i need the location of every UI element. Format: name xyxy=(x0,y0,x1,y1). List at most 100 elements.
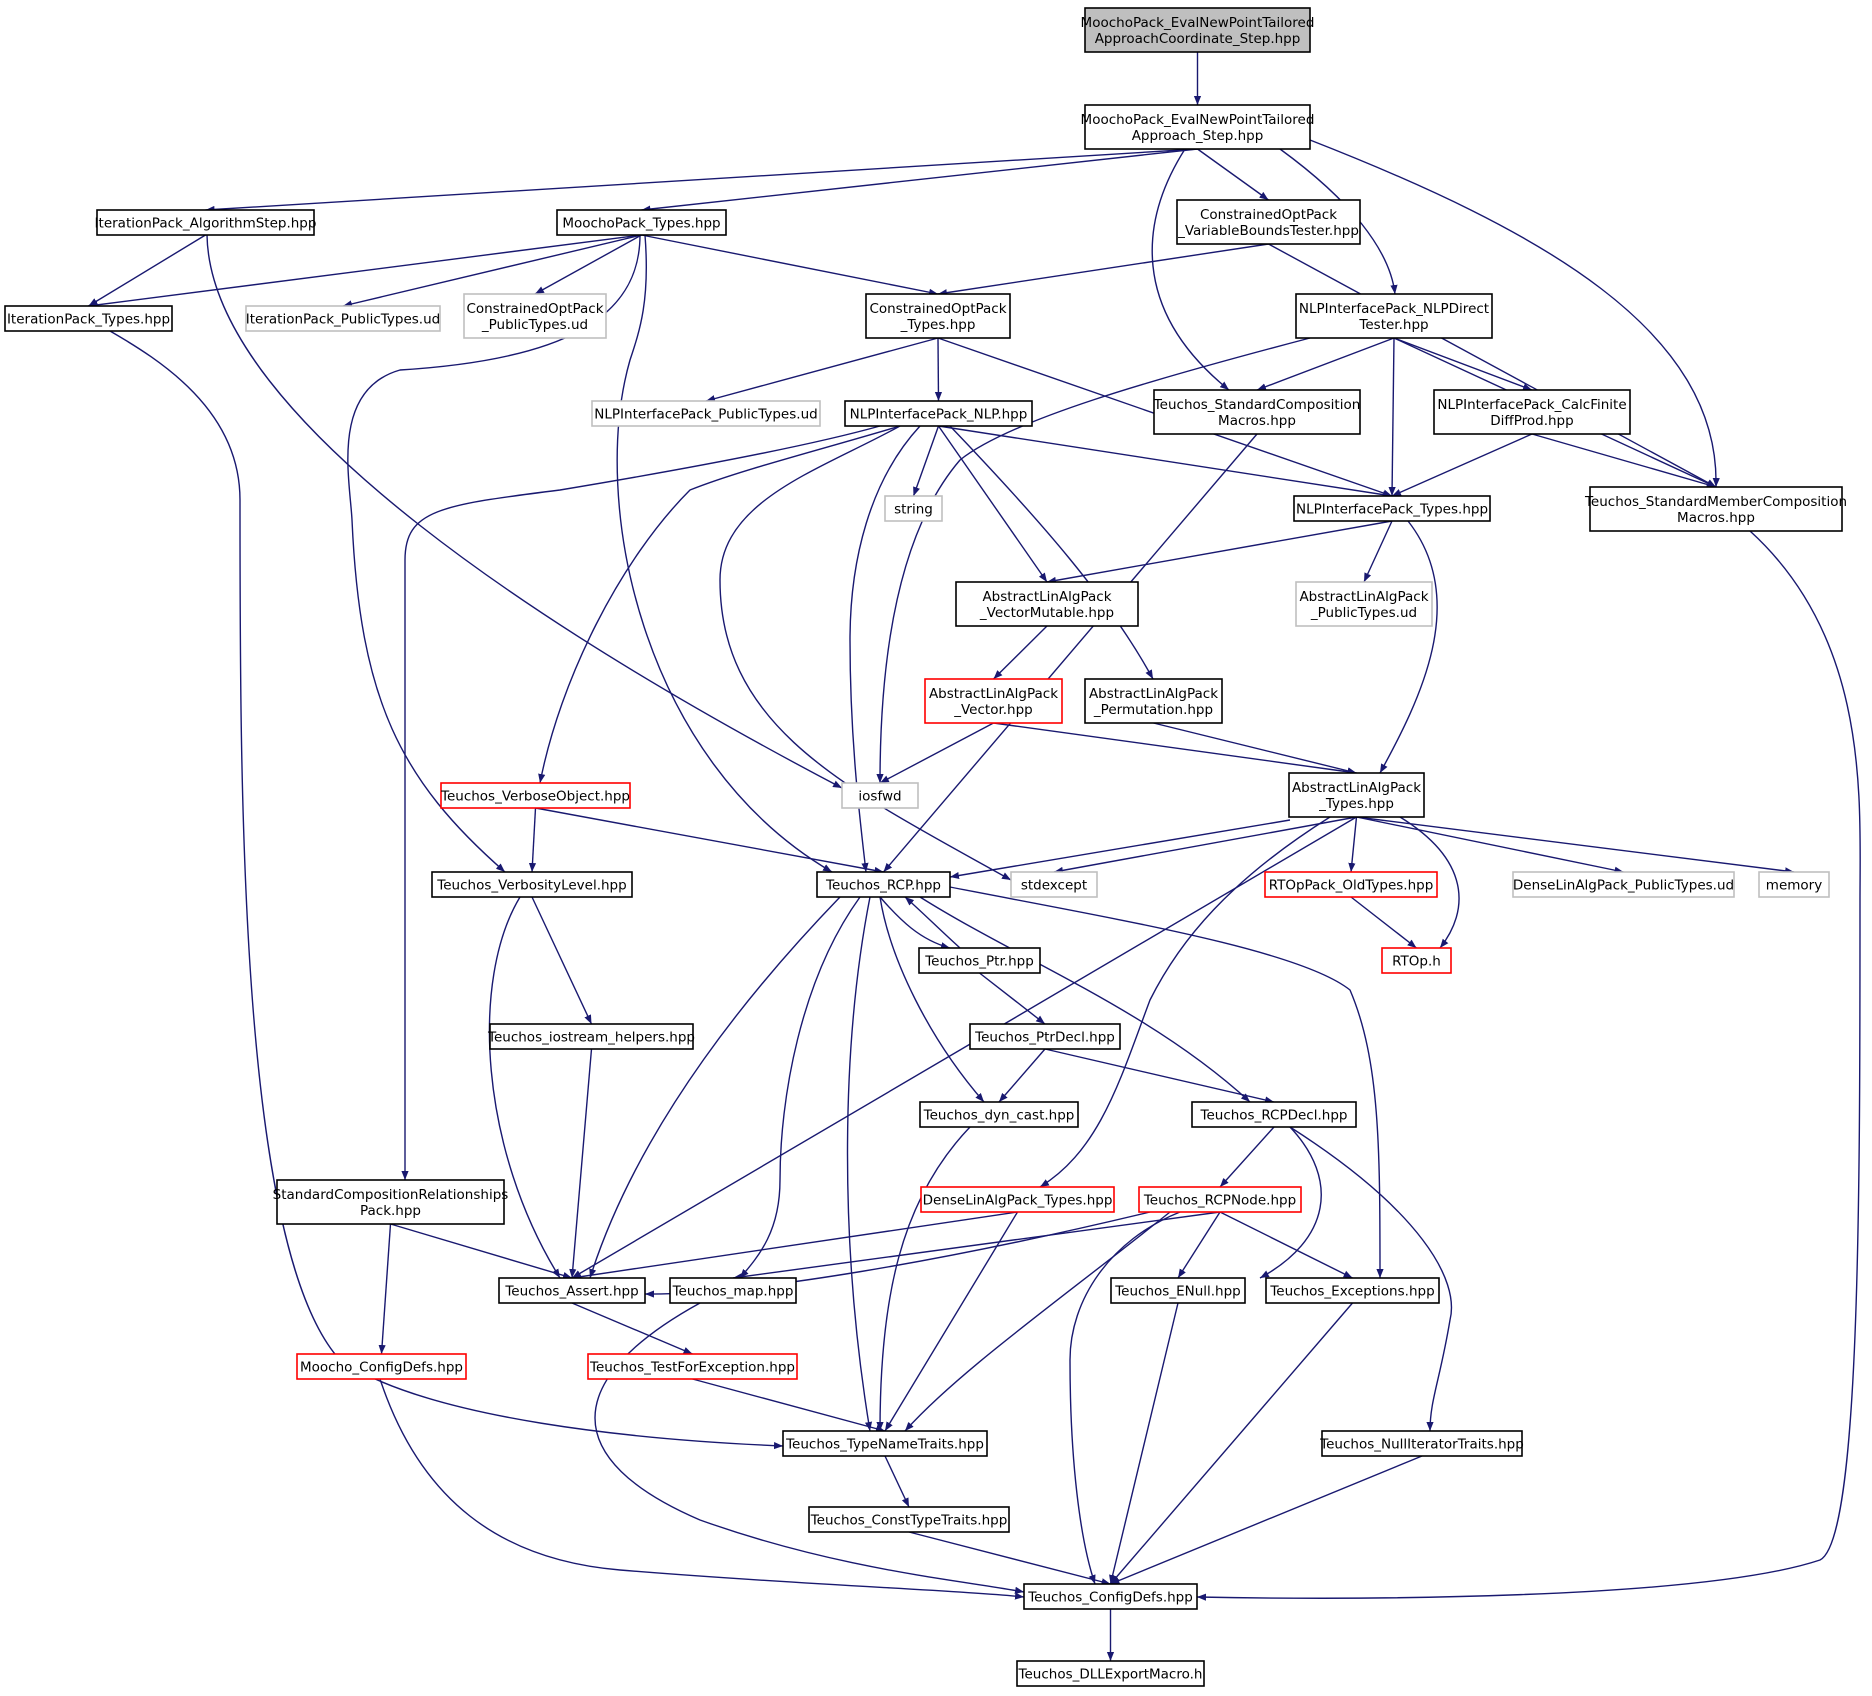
edge-rcpnode-to-except xyxy=(1219,1211,1353,1279)
node-dlapub[interactable]: DenseLinAlgPack_PublicTypes.ud xyxy=(1512,871,1735,898)
node-ipub[interactable]: IterationPack_PublicTypes.ud xyxy=(245,305,441,332)
node-label-line: Teuchos_PtrDecl.hpp xyxy=(974,1030,1115,1046)
node-box xyxy=(1265,1277,1440,1304)
node-label-line: StandardCompositionRelationships xyxy=(273,1187,509,1203)
node-label-line: IterationPack_Types.hpp xyxy=(7,312,170,328)
node-label-line: IterationPack_AlgorithmStep.hpp xyxy=(95,216,317,232)
node-itypes[interactable]: IterationPack_Types.hpp xyxy=(4,305,173,332)
node-box xyxy=(440,782,631,809)
node-label-line: Tester.hpp xyxy=(1358,317,1428,333)
node-ptr[interactable]: Teuchos_Ptr.hpp xyxy=(918,947,1041,974)
edge-vec-to-iosfwd xyxy=(879,722,994,784)
node-box xyxy=(844,400,1033,427)
node-rtopold[interactable]: RTOpPack_OldTypes.hpp xyxy=(1264,871,1438,898)
edge-rcpdecl-to-rcpnode xyxy=(1219,1126,1275,1188)
node-mcfg[interactable]: Moocho_ConfigDefs.hpp xyxy=(296,1353,467,1380)
node-enull[interactable]: Teuchos_ENull.hpp xyxy=(1110,1277,1246,1304)
node-rcpdecl[interactable]: Teuchos_RCPDecl.hpp xyxy=(1191,1101,1357,1128)
node-nlptypes[interactable]: NLPInterfacePack_Types.hpp xyxy=(1293,495,1491,522)
edge-iohelp-to-assert xyxy=(569,1048,593,1279)
node-root[interactable]: MoochoPack_EvalNewPointTailoredApproachC… xyxy=(1081,7,1315,53)
node-tcfg[interactable]: Teuchos_ConfigDefs.hpp xyxy=(1023,1583,1198,1610)
node-label-line: Pack.hpp xyxy=(360,1203,421,1219)
node-alapub[interactable]: AbstractLinAlgPack_PublicTypes.ud xyxy=(1295,581,1433,627)
edge-perm-to-alatypes xyxy=(1153,722,1357,775)
node-box xyxy=(865,293,1011,339)
node-ptrdecl[interactable]: Teuchos_PtrDecl.hpp xyxy=(969,1023,1121,1050)
edge-rcp-to-dyncast xyxy=(879,896,985,1103)
node-map[interactable]: Teuchos_map.hpp xyxy=(669,1277,797,1304)
edge-rcp-to-assert xyxy=(589,896,841,1279)
node-copub[interactable]: ConstrainedOptPack_PublicTypes.ud xyxy=(463,293,607,339)
node-box xyxy=(808,1506,1010,1533)
node-algstep[interactable]: IterationPack_AlgorithmStep.hpp xyxy=(95,209,317,236)
node-box xyxy=(463,293,607,339)
edge-step-to-tsmcm xyxy=(1309,139,1720,488)
edge-mcfg-to-tcfg xyxy=(379,1378,1025,1600)
node-verblvl[interactable]: Teuchos_VerbosityLevel.hpp xyxy=(431,871,633,898)
node-iohelp[interactable]: Teuchos_iostream_helpers.hpp xyxy=(487,1023,695,1050)
edge-tsmcm-to-tcfg xyxy=(1196,530,1861,1601)
edge-nlptypes-to-alapub xyxy=(1363,520,1393,583)
node-label-line: Teuchos_iostream_helpers.hpp xyxy=(487,1030,695,1046)
node-label-line: AbstractLinAlgPack xyxy=(1089,686,1218,702)
node-label-line: NLPInterfacePack_PublicTypes.ud xyxy=(594,407,817,423)
edge-alatypes-to-dlapub xyxy=(1356,816,1624,874)
node-nit[interactable]: Teuchos_NullIteratorTraits.hpp xyxy=(1319,1430,1524,1457)
edge-dyncast-to-tnt xyxy=(876,1126,971,1432)
node-mtypes[interactable]: MoochoPack_Types.hpp xyxy=(556,209,727,236)
node-dll[interactable]: Teuchos_DLLExportMacro.h xyxy=(1016,1660,1205,1687)
edge-alatypes-to-memory xyxy=(1356,816,1795,875)
node-dlatypes[interactable]: DenseLinAlgPack_Types.hpp xyxy=(920,1186,1115,1213)
node-verbobj[interactable]: Teuchos_VerboseObject.hpp xyxy=(440,782,631,809)
node-stdexcept[interactable]: stdexcept xyxy=(1010,871,1098,898)
node-vmut[interactable]: AbstractLinAlgPack_VectorMutable.hpp xyxy=(955,581,1139,627)
node-label-line: Teuchos_TestForException.hpp xyxy=(589,1360,795,1376)
node-tsmcm[interactable]: Teuchos_StandardMemberCompositionMacros.… xyxy=(1584,486,1847,532)
node-label-line: AbstractLinAlgPack xyxy=(1299,589,1428,605)
node-memory[interactable]: memory xyxy=(1758,871,1830,898)
node-except[interactable]: Teuchos_Exceptions.hpp xyxy=(1265,1277,1440,1304)
node-nlp[interactable]: NLPInterfacePack_NLP.hpp xyxy=(844,400,1033,427)
node-box xyxy=(1138,1186,1302,1213)
node-label-line: ConstrainedOptPack xyxy=(869,301,1006,317)
node-label-line: Teuchos_TypeNameTraits.hpp xyxy=(785,1437,984,1453)
node-rtoph[interactable]: RTOp.h xyxy=(1381,947,1452,974)
edge-nlp-to-verbobj xyxy=(538,425,901,784)
node-tnt[interactable]: Teuchos_TypeNameTraits.hpp xyxy=(782,1430,988,1457)
node-cotypes[interactable]: ConstrainedOptPack_Types.hpp xyxy=(865,293,1011,339)
node-vec[interactable]: AbstractLinAlgPack_Vector.hpp xyxy=(924,678,1063,724)
node-iosfwd[interactable]: iosfwd xyxy=(841,782,919,809)
node-box xyxy=(669,1277,797,1304)
node-label-line: NLPInterfacePack_NLPDirect xyxy=(1299,301,1489,317)
node-tfe[interactable]: Teuchos_TestForException.hpp xyxy=(587,1353,798,1380)
node-box xyxy=(1381,947,1452,974)
node-assert[interactable]: Teuchos_Assert.hpp xyxy=(498,1277,646,1304)
node-perm[interactable]: AbstractLinAlgPack_Permutation.hpp xyxy=(1084,678,1223,724)
node-label-line: Teuchos_map.hpp xyxy=(672,1284,794,1300)
node-string[interactable]: string xyxy=(884,495,943,522)
node-dyncast[interactable]: Teuchos_dyn_cast.hpp xyxy=(919,1101,1079,1128)
edge-scrp-to-mcfg xyxy=(378,1223,392,1355)
node-label-line: _PublicTypes.ud xyxy=(481,317,588,333)
node-rcpnode[interactable]: Teuchos_RCPNode.hpp xyxy=(1138,1186,1302,1213)
node-box xyxy=(1023,1583,1198,1610)
node-label-line: RTOp.h xyxy=(1392,954,1441,970)
node-rcp[interactable]: Teuchos_RCP.hpp xyxy=(816,871,951,898)
node-label-line: MoochoPack_EvalNewPointTailored xyxy=(1081,15,1315,31)
node-nlppub[interactable]: NLPInterfacePack_PublicTypes.ud xyxy=(591,400,821,427)
edge-nlpdt-to-nlptypes xyxy=(1388,337,1396,497)
edge-nlp-to-scrp xyxy=(401,425,881,1180)
node-vbt[interactable]: ConstrainedOptPack_VariableBoundsTester.… xyxy=(1176,199,1361,245)
node-ctt[interactable]: Teuchos_ConstTypeTraits.hpp xyxy=(808,1506,1010,1533)
edge-enull-to-tcfg xyxy=(1109,1302,1179,1585)
node-step[interactable]: MoochoPack_EvalNewPointTailoredApproach_… xyxy=(1081,104,1315,150)
edge-nlp-to-nlptypes xyxy=(938,425,1393,499)
edge-mtypes-to-cotypes xyxy=(641,234,939,296)
node-alatypes[interactable]: AbstractLinAlgPack_Types.hpp xyxy=(1288,772,1425,818)
node-label-line: _Types.hpp xyxy=(900,317,976,333)
